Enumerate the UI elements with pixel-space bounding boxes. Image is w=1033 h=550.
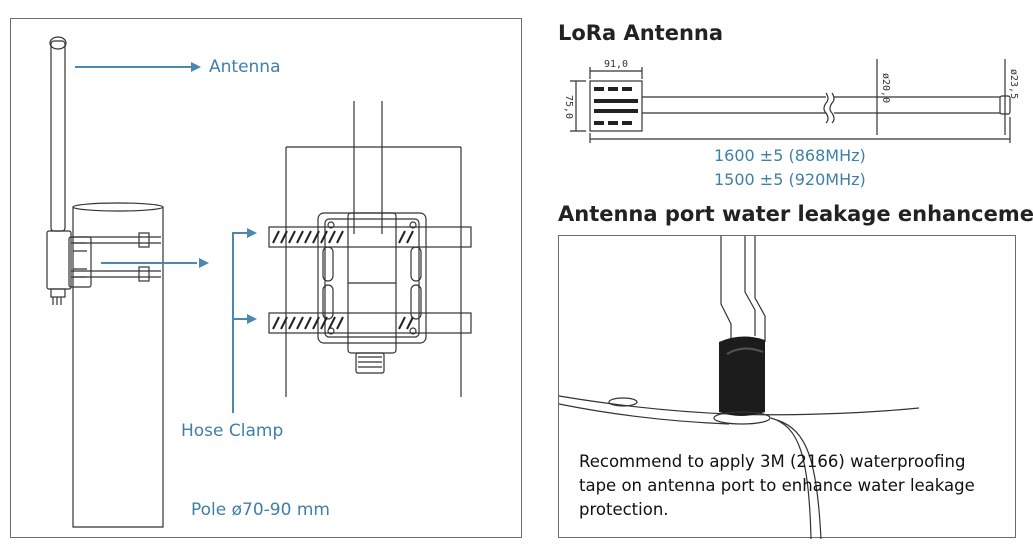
antenna-dimension-drawing: 91,0 75,0 ø20,0 ø23,5	[563, 59, 1019, 143]
diameter-tip-dim: ø23,5	[1008, 69, 1019, 99]
note-line-2: tape on antenna port to enhance water le…	[579, 476, 975, 495]
note-line-1: Recommend to apply 3M (2166) waterproofi…	[579, 452, 966, 471]
bracket-height-dim: 75,0	[563, 95, 574, 119]
callout-arrows	[75, 62, 257, 413]
bracket-width-dim: 91,0	[604, 59, 628, 70]
antenna-label: Antenna	[209, 57, 281, 77]
arrow-head-clamp	[199, 258, 209, 268]
waterproofing-panel: Recommend to apply 3M (2166) waterproofi…	[558, 235, 1016, 540]
waterproof-tape	[719, 336, 765, 416]
lora-antenna-title: LoRa Antenna	[558, 21, 724, 45]
mounting-diagram-panel: Antenna Hose Clamp Pole ø70-90 mm	[10, 18, 522, 538]
pole-diameter-label: Pole ø70-90 mm	[191, 500, 330, 520]
arrow-head-antenna	[191, 62, 201, 72]
water-leakage-title: Antenna port water leakage enhancement	[558, 202, 1033, 226]
waterproofing-note: Recommend to apply 3M (2166) waterproofi…	[579, 450, 1009, 522]
arrow-head-clamp-top	[247, 228, 257, 238]
length-920-label: 1500 ±5 (920MHz)	[714, 170, 866, 189]
clamp-closeup-view	[268, 101, 472, 397]
antenna-port-illustration	[558, 236, 920, 540]
hose-clamp-label: Hose Clamp	[181, 421, 284, 441]
arrow-head-clamp-bottom	[247, 314, 257, 324]
pole-side-view	[46, 36, 164, 528]
diameter-mid-dim: ø20,0	[880, 73, 891, 103]
length-868-label: 1600 ±5 (868MHz)	[714, 146, 866, 165]
note-line-3: protection.	[579, 500, 669, 519]
